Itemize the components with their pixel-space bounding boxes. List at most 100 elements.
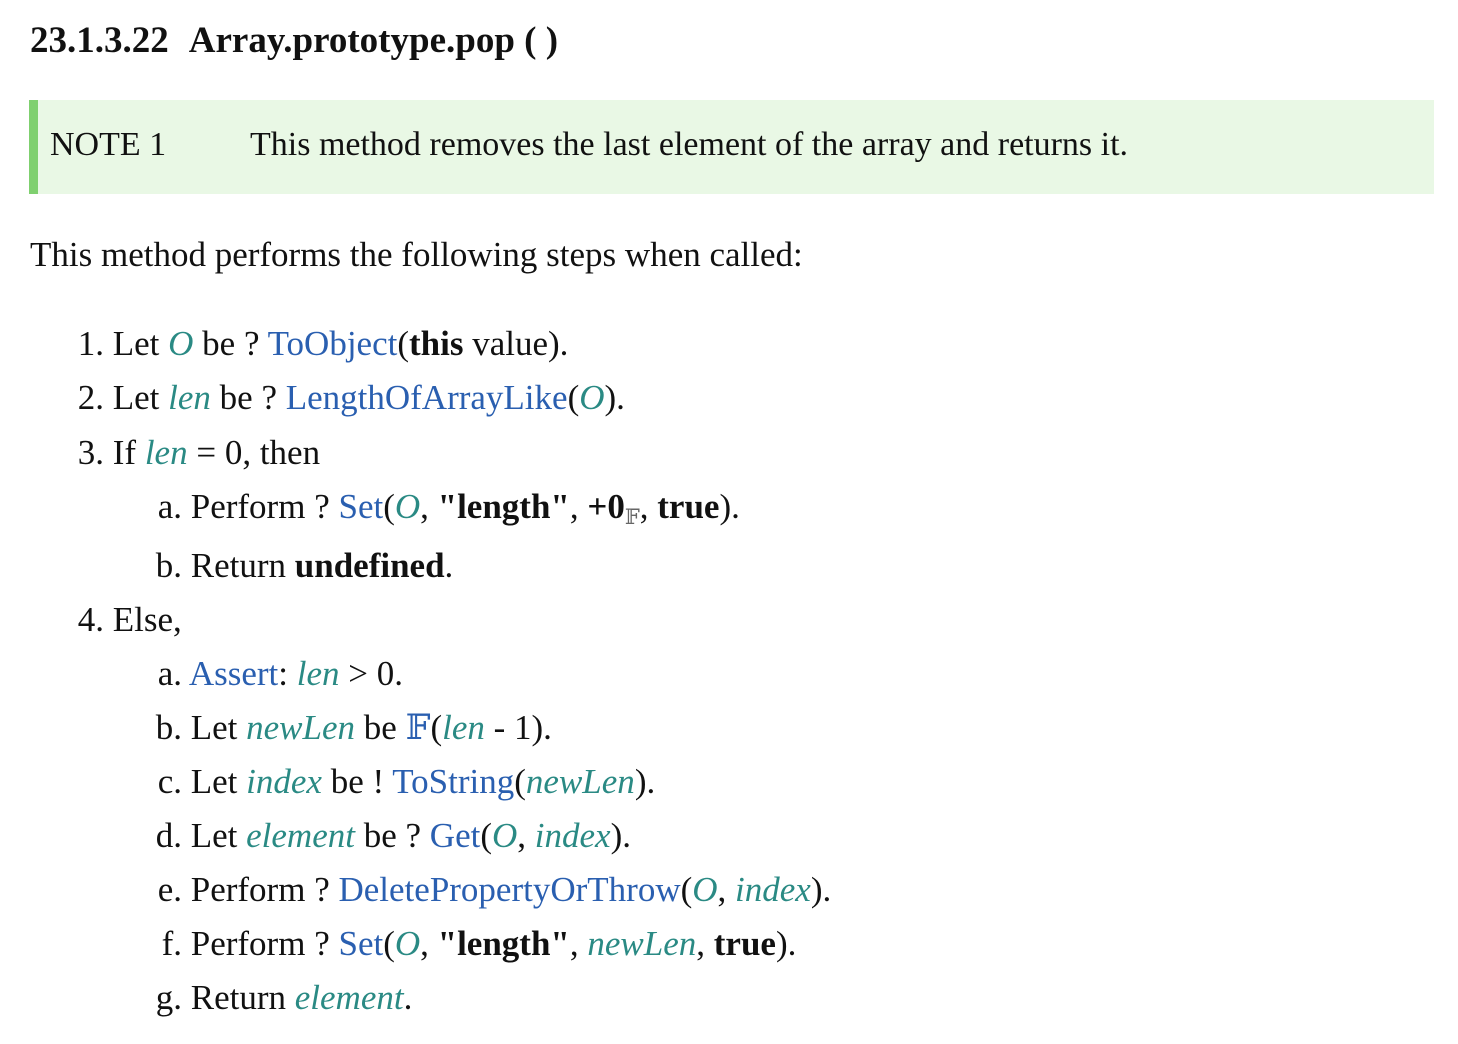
step-text: Let: [190, 762, 247, 801]
step-number: 2.: [77, 378, 104, 417]
step-text: (: [430, 708, 443, 747]
step-text: Perform ?: [190, 924, 339, 963]
step-text: :: [278, 654, 297, 693]
link-Assert[interactable]: Assert: [188, 654, 279, 693]
link-LengthOfArrayLike[interactable]: LengthOfArrayLike: [285, 378, 568, 417]
variable-element[interactable]: element: [246, 816, 355, 855]
link-ToString[interactable]: ToString: [392, 762, 515, 801]
step-text: ).: [634, 762, 656, 801]
step-text: ).: [775, 924, 797, 963]
step-text: If: [112, 433, 145, 472]
variable-O[interactable]: O: [492, 816, 518, 855]
step-number: g.: [155, 978, 182, 1017]
step-number: a.: [157, 654, 182, 693]
step-text: Perform ?: [190, 870, 339, 909]
step-4g: g. Return element.: [0, 975, 413, 1021]
variable-O[interactable]: O: [168, 324, 194, 363]
step-text: ).: [610, 816, 631, 855]
step-text: ,: [696, 924, 714, 963]
step-text: .: [444, 546, 454, 585]
keyword-this: this: [409, 324, 464, 363]
link-Get[interactable]: Get: [429, 816, 481, 855]
step-text: (: [383, 924, 395, 963]
step-3a: a. Perform ? Set(O, "length", +0𝔽, true)…: [0, 484, 740, 540]
string-length: "length": [437, 924, 570, 963]
step-text: ,: [517, 816, 535, 855]
variable-newLen[interactable]: newLen: [587, 924, 697, 963]
link-Set[interactable]: Set: [338, 924, 384, 963]
step-text: be ?: [354, 816, 430, 855]
step-4d: d. Let element be ? Get(O, index).: [0, 813, 631, 859]
step-4b: b. Let newLen be 𝔽(len - 1).: [0, 705, 552, 751]
step-4e: e. Perform ? DeletePropertyOrThrow(O, in…: [0, 867, 832, 913]
step-text: - 1).: [484, 708, 552, 747]
variable-O[interactable]: O: [692, 870, 718, 909]
step-text: ,: [717, 870, 736, 909]
variable-newLen[interactable]: newLen: [525, 762, 635, 801]
variable-O[interactable]: O: [394, 924, 421, 963]
variable-len[interactable]: len: [442, 708, 485, 747]
intro-text: This method performs the following steps…: [30, 235, 803, 274]
step-4a: a. Assert: len > 0.: [0, 651, 403, 697]
step-text: Let: [190, 816, 247, 855]
step-text: (: [383, 487, 395, 526]
string-length: "length": [437, 487, 570, 526]
link-ToObject[interactable]: ToObject: [267, 324, 398, 363]
variable-len[interactable]: len: [144, 433, 188, 472]
step-text: ,: [420, 924, 438, 963]
step-4: 4. Else,: [0, 597, 182, 643]
step-text: (: [397, 324, 409, 363]
step-text: ,: [569, 924, 588, 963]
step-text: Return: [190, 546, 295, 585]
note-box: NOTE 1 This method removes the last elem…: [29, 100, 1434, 194]
step-text: ,: [569, 487, 588, 526]
link-Set[interactable]: Set: [338, 487, 384, 526]
step-number: e.: [157, 870, 182, 909]
step-number: d.: [155, 816, 182, 855]
section-title: Array.prototype.pop ( ): [188, 20, 559, 61]
variable-index[interactable]: index: [246, 762, 322, 801]
variable-O[interactable]: O: [579, 378, 605, 417]
step-text: ).: [604, 378, 625, 417]
step-text: be ?: [193, 324, 268, 363]
step-text: Perform ?: [190, 487, 339, 526]
keyword-true: true: [713, 924, 776, 963]
variable-newLen[interactable]: newLen: [246, 708, 356, 747]
keyword-undefined: undefined: [294, 546, 445, 585]
keyword-true: true: [657, 487, 720, 526]
step-text: .: [403, 978, 413, 1017]
step-text: be !: [321, 762, 393, 801]
variable-O[interactable]: O: [394, 487, 421, 526]
step-text: ,: [639, 487, 658, 526]
step-3: 3. If len = 0, then: [0, 430, 320, 476]
step-number: 4.: [77, 600, 104, 639]
step-text: ).: [719, 487, 740, 526]
number-plus-zero: +0: [587, 487, 625, 526]
step-text: Let: [112, 378, 169, 417]
step-number: f.: [161, 924, 182, 963]
section-number: 23.1.3.22: [30, 20, 169, 61]
step-text: be: [355, 708, 406, 747]
variable-index[interactable]: index: [735, 870, 811, 909]
step-text: value).: [463, 324, 569, 363]
link-to-number-value[interactable]: 𝔽: [405, 708, 431, 747]
variable-len[interactable]: len: [296, 654, 340, 693]
variable-index[interactable]: index: [534, 816, 611, 855]
step-number: 1.: [77, 324, 104, 363]
step-number: c.: [157, 762, 182, 801]
step-text: ).: [810, 870, 832, 909]
step-text: (: [514, 762, 526, 801]
step-number: b.: [155, 708, 182, 747]
variable-len[interactable]: len: [168, 378, 211, 417]
step-1: 1. Let O be ? ToObject(this value).: [0, 321, 569, 367]
step-number: 3.: [77, 433, 104, 472]
step-number: b.: [155, 546, 182, 585]
step-text: > 0.: [339, 654, 404, 693]
variable-element[interactable]: element: [294, 978, 404, 1017]
step-4c: c. Let index be ! ToString(newLen).: [0, 759, 656, 805]
step-3b: b. Return undefined.: [0, 543, 454, 589]
step-text: Else,: [112, 600, 182, 639]
link-DeletePropertyOrThrow[interactable]: DeletePropertyOrThrow: [338, 870, 681, 909]
step-text: Let: [190, 708, 247, 747]
section-heading: 23.1.3.22 Array.prototype.pop ( ): [30, 16, 558, 66]
